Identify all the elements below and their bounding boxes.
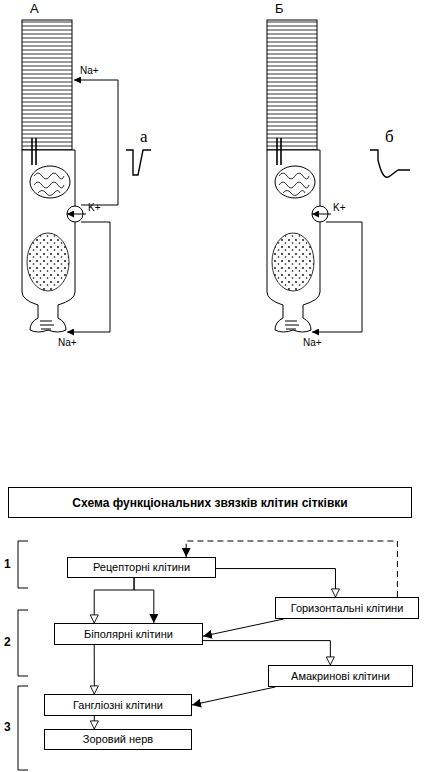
process-box: Біполярні клітини (54, 623, 203, 645)
signal-arrow (192, 687, 275, 705)
trace-label: а (140, 128, 148, 145)
current-loop (312, 222, 362, 332)
signal-arrow (216, 569, 335, 597)
process-box: Горизонтальні клітини (275, 597, 419, 619)
box-text: Амакринові клітини (291, 670, 390, 683)
potassium-arrow (67, 214, 86, 215)
potential-trace (126, 150, 151, 175)
rod-cell (267, 20, 328, 332)
signal-arrow (134, 578, 154, 623)
rod-cell (22, 20, 83, 332)
process-box: Гангліозні клітини (44, 694, 192, 716)
signal-arrow (94, 645, 95, 694)
process-box: Зоровий нерв (44, 729, 192, 750)
box-text: Гангліозні клітини (73, 699, 163, 712)
ion-label: Na+ (58, 338, 77, 348)
layer-number: 3 (4, 721, 11, 733)
box-text: Рецепторні клітини (93, 561, 190, 574)
ion-label: K+ (333, 203, 346, 213)
box-text: Зоровий нерв (83, 733, 153, 746)
signal-arrow (203, 641, 330, 665)
panel-letter: А (30, 2, 39, 15)
ion-label: Na+ (80, 66, 99, 76)
layer-bracket (18, 610, 28, 676)
box-text: Біполярні клітини (84, 628, 173, 641)
ion-label: K+ (88, 203, 101, 213)
ion-label: Na+ (303, 338, 322, 348)
signal-arrow (94, 716, 95, 729)
feedback-arrow (186, 541, 397, 597)
layer-number: 2 (4, 636, 11, 648)
layer-bracket (18, 541, 28, 588)
signal-arrow (94, 578, 134, 623)
diagram-title: Схема функціональних звязків клітин сітк… (72, 496, 347, 510)
current-loop (67, 222, 110, 332)
signal-arrow (203, 619, 284, 636)
layer-bracket (18, 686, 28, 770)
process-box: Амакринові клітини (268, 665, 413, 687)
box-text: Горизонтальні клітини (291, 602, 404, 615)
current-arrow (74, 80, 118, 81)
current-loop (81, 80, 118, 205)
potassium-arrow (312, 214, 331, 215)
layer-number: 1 (4, 558, 11, 570)
process-box: Рецепторні клітини (67, 557, 216, 578)
title-box: Схема функціональних звязків клітин сітк… (8, 487, 412, 518)
panel-letter: Б (275, 2, 284, 15)
potential-trace (370, 150, 410, 177)
trace-label: б (385, 128, 394, 145)
